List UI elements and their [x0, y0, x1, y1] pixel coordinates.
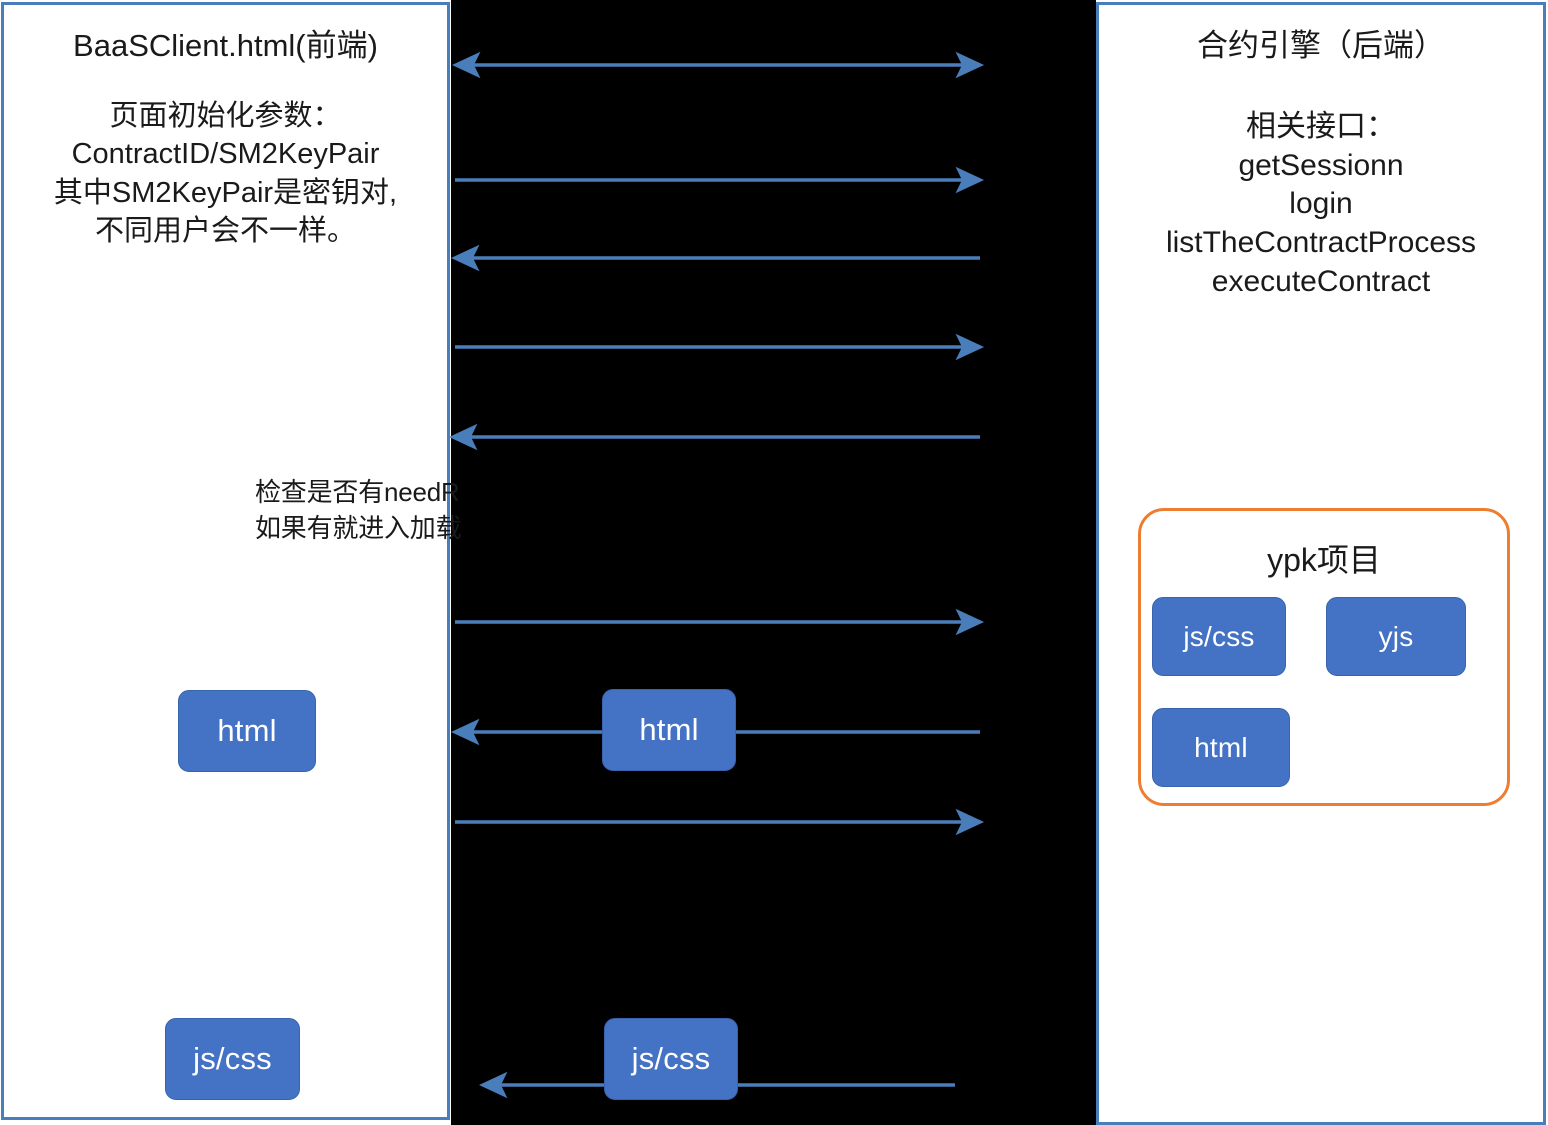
ypk-project-title: ypk项目 [1267, 542, 1381, 578]
left-panel-title: BaaSClient.html(前端) [73, 28, 378, 63]
node-transfer-html[interactable]: html [602, 689, 736, 771]
ypk-item-yjs[interactable]: yjs [1326, 597, 1466, 676]
loading-check-note: 检查是否有needR 如果有就进入加载 [255, 475, 555, 547]
right-panel-interfaces-list: 相关接口： getSessionn login listTheContractP… [1165, 110, 1477, 298]
node-left-jscss[interactable]: js/css [165, 1018, 300, 1100]
node-left-html[interactable]: html [178, 690, 316, 772]
left-panel-frontend: BaaSClient.html(前端) 页面初始化参数： ContractID/… [1, 2, 450, 1120]
middle-stage-background [451, 0, 1096, 1125]
ypk-item-html[interactable]: html [1152, 708, 1290, 787]
loading-check-note-text: 检查是否有needR 如果有就进入加载 [255, 477, 462, 543]
ypk-item-jscss[interactable]: js/css [1152, 597, 1286, 676]
right-panel-title: 合约引擎（后端） [1197, 28, 1445, 63]
node-transfer-jscss[interactable]: js/css [604, 1018, 738, 1100]
left-panel-body-text: 页面初始化参数： ContractID/SM2KeyPair 其中SM2KeyP… [53, 100, 398, 247]
